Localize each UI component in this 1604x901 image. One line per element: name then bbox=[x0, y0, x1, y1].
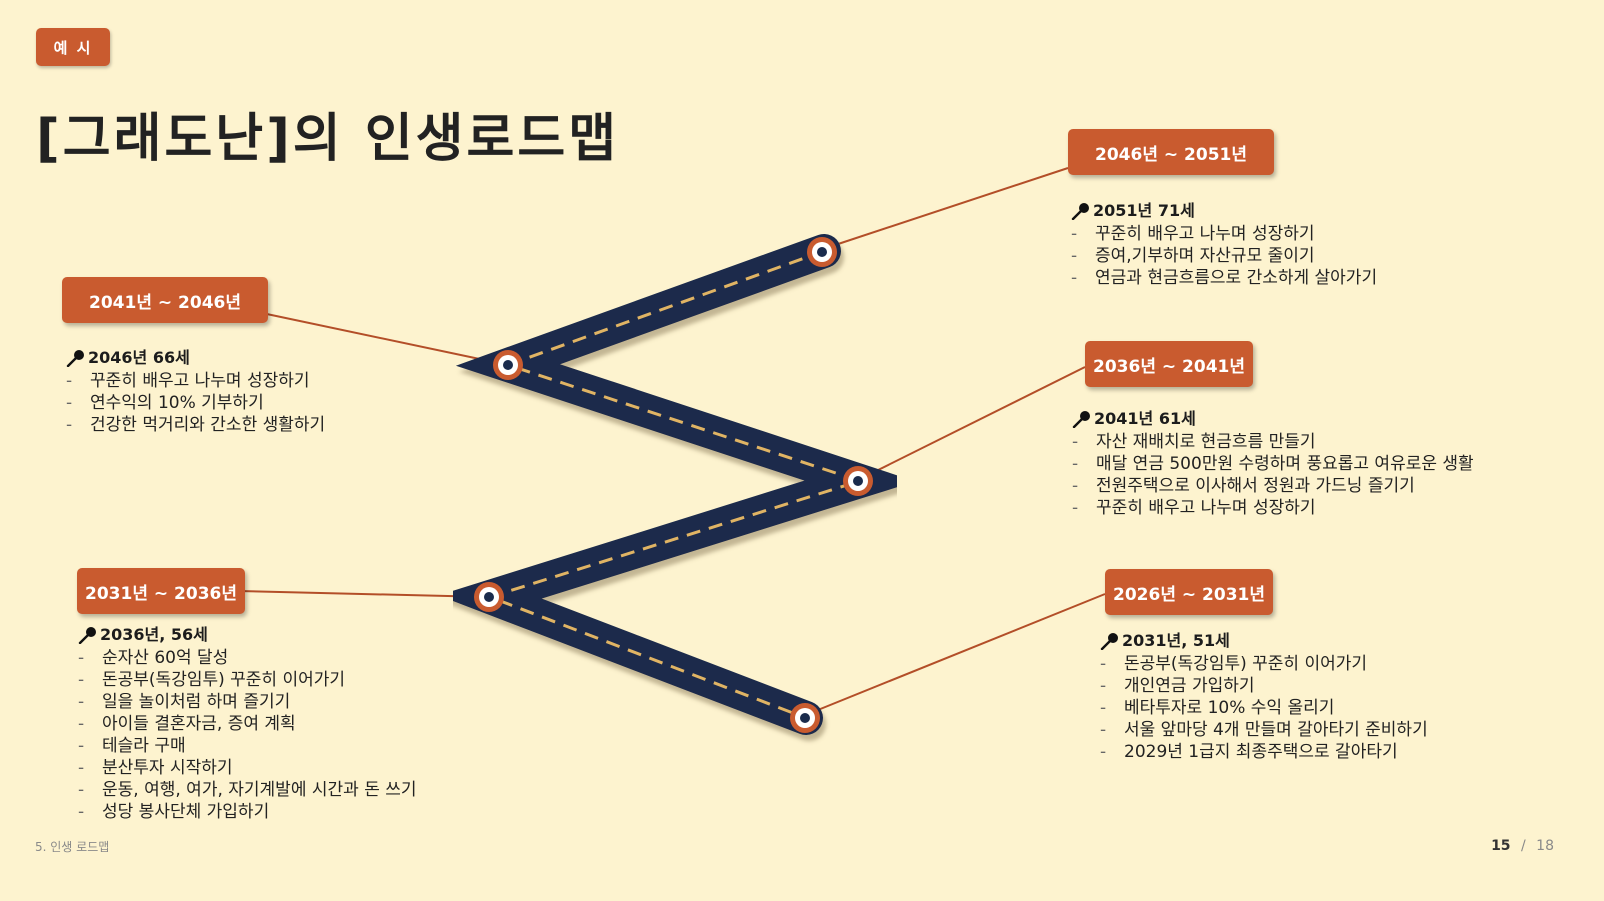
milestone-2036: 2036년, 56세 -순자산 60억 달성 -돈공부(독강임투) 꾸준히 이어… bbox=[78, 624, 417, 823]
list-item: -일을 놀이처럼 하며 즐기기 bbox=[78, 692, 291, 712]
milestone-heading: 2031년, 51세 bbox=[1122, 631, 1230, 650]
period-label-2041-2046: 2041년 ~ 2046년 bbox=[62, 277, 268, 323]
milestone-marker bbox=[843, 466, 873, 496]
list-item: -2029년 1급지 최종주택으로 갈아타기 bbox=[1100, 742, 1398, 762]
list-item: -건강한 먹거리와 간소한 생활하기 bbox=[66, 415, 326, 435]
list-item: -서울 앞마당 4개 만들며 갈아타기 준비하기 bbox=[1100, 720, 1428, 740]
list-item: -돈공부(독강임투) 꾸준히 이어가기 bbox=[78, 670, 346, 690]
list-item: -연수익의 10% 기부하기 bbox=[66, 393, 264, 413]
period-label-2031-2036: 2031년 ~ 2036년 bbox=[77, 568, 245, 614]
connector-line bbox=[822, 167, 1069, 250]
pin-icon bbox=[1071, 203, 1089, 220]
road-body bbox=[438, 234, 916, 735]
list-item: -꾸준히 배우고 나누며 성장하기 bbox=[1071, 224, 1315, 244]
list-item: -성당 봉사단체 가입하기 bbox=[78, 802, 270, 822]
list-item: -매달 연금 500만원 수령하며 풍요롭고 여유로운 생활 bbox=[1072, 454, 1474, 474]
milestone-heading: 2051년 71세 bbox=[1093, 201, 1195, 220]
milestone-marker bbox=[790, 703, 820, 733]
milestone-heading: 2036년, 56세 bbox=[100, 625, 208, 644]
current-page: 15 bbox=[1491, 838, 1511, 854]
milestone-2041: 2041년 61세 -자산 재배치로 현금흐름 만들기 -매달 연금 500만원… bbox=[1072, 408, 1474, 519]
list-item: -자산 재배치로 현금흐름 만들기 bbox=[1072, 432, 1316, 452]
connector-line bbox=[857, 366, 1086, 481]
milestone-heading: 2046년 66세 bbox=[88, 348, 190, 367]
milestone-marker bbox=[474, 582, 504, 612]
pin-icon bbox=[1072, 411, 1090, 428]
list-item: -증여,기부하며 자산규모 줄이기 bbox=[1071, 246, 1315, 266]
road-centerline bbox=[485, 249, 865, 720]
period-label-2046-2051: 2046년 ~ 2051년 bbox=[1068, 129, 1274, 175]
list-item: -전원주택으로 이사해서 정원과 가드닝 즐기기 bbox=[1072, 476, 1415, 496]
milestone-2051: 2051년 71세 -꾸준히 배우고 나누며 성장하기 -증여,기부하며 자산규… bbox=[1071, 200, 1377, 289]
list-item: -개인연금 가입하기 bbox=[1100, 676, 1255, 696]
list-item: -순자산 60억 달성 bbox=[78, 648, 229, 668]
milestone-heading: 2041년 61세 bbox=[1094, 409, 1196, 428]
list-item: -아이들 결혼자금, 증여 계획 bbox=[78, 714, 296, 734]
pin-icon bbox=[1100, 633, 1118, 650]
list-item: -꾸준히 배우고 나누며 성장하기 bbox=[66, 371, 310, 391]
page-title: [그래도난]의 인생로드맵 bbox=[36, 109, 620, 169]
page-separator: / bbox=[1521, 838, 1526, 854]
total-pages: 18 bbox=[1536, 838, 1554, 854]
pin-icon bbox=[66, 350, 84, 367]
footer-section-label: 5. 인생 로드맵 bbox=[35, 840, 110, 854]
list-item: -연금과 현금흐름으로 간소하게 살아가기 bbox=[1071, 268, 1378, 288]
connector-line bbox=[802, 593, 1106, 717]
list-item: -테슬라 구매 bbox=[78, 736, 186, 756]
pin-icon bbox=[78, 627, 96, 644]
example-tag: 예 시 bbox=[36, 28, 110, 66]
list-item: -돈공부(독강임투) 꾸준히 이어가기 bbox=[1100, 654, 1368, 674]
milestone-2031: 2031년, 51세 -돈공부(독강임투) 꾸준히 이어가기 -개인연금 가입하… bbox=[1100, 630, 1428, 763]
period-label-2026-2031: 2026년 ~ 2031년 bbox=[1105, 569, 1273, 615]
list-item: -운동, 여행, 여가, 자기계발에 시간과 돈 쓰기 bbox=[78, 780, 417, 800]
list-item: -꾸준히 배우고 나누며 성장하기 bbox=[1072, 498, 1316, 518]
list-item: -분산투자 시작하기 bbox=[78, 758, 233, 778]
period-label-2036-2041: 2036년 ~ 2041년 bbox=[1085, 341, 1253, 387]
milestone-marker bbox=[493, 350, 523, 380]
milestone-marker bbox=[807, 237, 837, 267]
milestone-2046: 2046년 66세 -꾸준히 배우고 나누며 성장하기 -연수익의 10% 기부… bbox=[66, 347, 325, 436]
connector-line bbox=[261, 312, 509, 366]
page-number: 15 / 18 bbox=[1491, 838, 1554, 854]
list-item: -베타투자로 10% 수익 올리기 bbox=[1100, 698, 1335, 718]
